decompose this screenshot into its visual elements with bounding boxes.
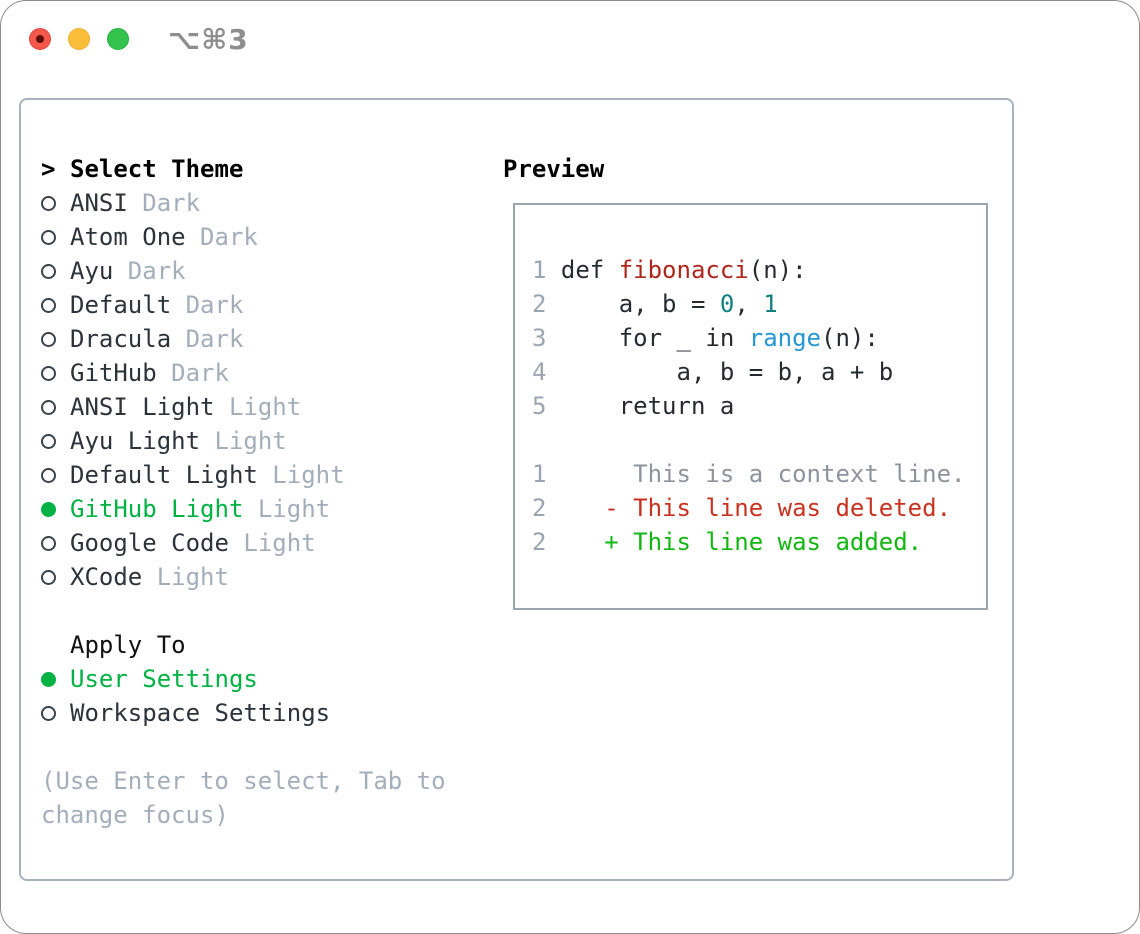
theme-item-xcode[interactable]: XCode Light <box>41 560 446 594</box>
theme-variant-label: Light <box>214 393 302 421</box>
theme-item-github[interactable]: GitHub Dark <box>41 356 446 390</box>
close-button-icon[interactable] <box>29 28 51 50</box>
theme-variant-label: Dark <box>127 189 201 217</box>
radio-icon <box>41 467 56 483</box>
theme-variant-label: Dark <box>156 359 229 387</box>
hint-line-2: change focus) <box>41 801 229 829</box>
spacer-row <box>41 594 446 628</box>
theme-item-google-code[interactable]: Google Code Light <box>41 526 446 560</box>
theme-item-ansi-light[interactable]: ANSI Light Light <box>41 390 446 424</box>
select-theme-header: > Select Theme <box>41 152 446 186</box>
apply-to-header: Apply To <box>41 628 446 662</box>
zoom-button-icon[interactable] <box>107 28 129 50</box>
radio-icon <box>41 399 56 415</box>
theme-variant-label: Dark <box>185 223 258 251</box>
spacer-row <box>41 730 446 764</box>
theme-variant-label: Dark <box>171 325 244 353</box>
code-line: 1 This is a context line. <box>532 460 966 488</box>
code-line: 2 - This line was deleted. <box>532 494 952 522</box>
minimize-button-icon[interactable] <box>68 28 90 50</box>
option-label: ANSI Light <box>70 393 215 421</box>
code-line: 4 a, b = b, a + b <box>532 358 894 386</box>
theme-item-dracula[interactable]: Dracula Dark <box>41 322 446 356</box>
option-label: ANSI <box>70 189 128 217</box>
preview-box: 1 def fibonacci(n): 2 a, b = 0, 1 3 for _ … <box>513 203 988 610</box>
apply-option-workspace-settings[interactable]: Workspace Settings <box>41 696 446 730</box>
code-line: 1 def fibonacci(n): <box>532 256 807 284</box>
radio-icon <box>41 433 56 449</box>
option-label: Atom One <box>70 223 186 251</box>
theme-item-github-light[interactable]: GitHub Light Light <box>41 492 446 526</box>
theme-variant-label: Dark <box>171 291 244 319</box>
code-line: 2 + This line was added. <box>532 528 923 556</box>
focus-caret-icon: > <box>41 155 56 183</box>
theme-item-ayu[interactable]: Ayu Dark <box>41 254 446 288</box>
code-line: 5 return a <box>532 392 735 420</box>
option-label: GitHub Light <box>70 495 244 523</box>
option-label: GitHub <box>70 359 157 387</box>
radio-icon <box>41 195 56 211</box>
code-line: 2 a, b = 0, 1 <box>532 290 778 318</box>
theme-variant-label: Light <box>200 427 287 455</box>
option-label: User Settings <box>70 665 258 693</box>
apply-to-title: Apply To <box>70 631 186 659</box>
option-label: Dracula <box>70 325 172 353</box>
code-line <box>532 423 986 457</box>
radio-icon <box>41 229 56 245</box>
radio-icon <box>41 297 56 313</box>
preview-code: 1 def fibonacci(n): 2 a, b = 0, 1 3 for _ … <box>515 205 986 559</box>
select-theme-title: Select Theme <box>70 155 244 183</box>
theme-variant-label: Light <box>142 563 229 591</box>
theme-variant-label: Dark <box>113 257 186 285</box>
radio-icon <box>41 331 56 347</box>
option-label: XCode <box>70 563 143 591</box>
radio-selected-icon <box>41 501 56 517</box>
radio-icon <box>41 263 56 279</box>
theme-item-default-light[interactable]: Default Light Light <box>41 458 446 492</box>
radio-icon <box>41 535 56 551</box>
option-label: Default Light <box>70 461 258 489</box>
theme-variant-label: Light <box>243 495 331 523</box>
apply-option-user-settings[interactable]: User Settings <box>41 662 446 696</box>
option-label: Default <box>70 291 172 319</box>
radio-selected-icon <box>41 671 56 687</box>
code-line: 3 for _ in range(n): <box>532 324 879 352</box>
theme-variant-label: Light <box>228 529 316 557</box>
theme-item-ayu-light[interactable]: Ayu Light Light <box>41 424 446 458</box>
theme-item-atom-one[interactable]: Atom One Dark <box>41 220 446 254</box>
option-label: Ayu Light <box>70 427 201 455</box>
window-title: ⌥⌘3 <box>168 23 249 56</box>
radio-icon <box>41 365 56 381</box>
theme-item-ansi[interactable]: ANSI Dark <box>41 186 446 220</box>
hint-line-1: (Use Enter to select, Tab to <box>41 767 446 795</box>
radio-icon <box>41 569 56 585</box>
theme-item-default[interactable]: Default Dark <box>41 288 446 322</box>
preview-title: Preview <box>503 155 605 183</box>
option-label: Google Code <box>70 529 229 557</box>
theme-variant-label: Light <box>257 461 345 489</box>
radio-icon <box>41 705 56 721</box>
option-label: Workspace Settings <box>70 699 331 727</box>
option-label: Ayu <box>70 257 114 285</box>
